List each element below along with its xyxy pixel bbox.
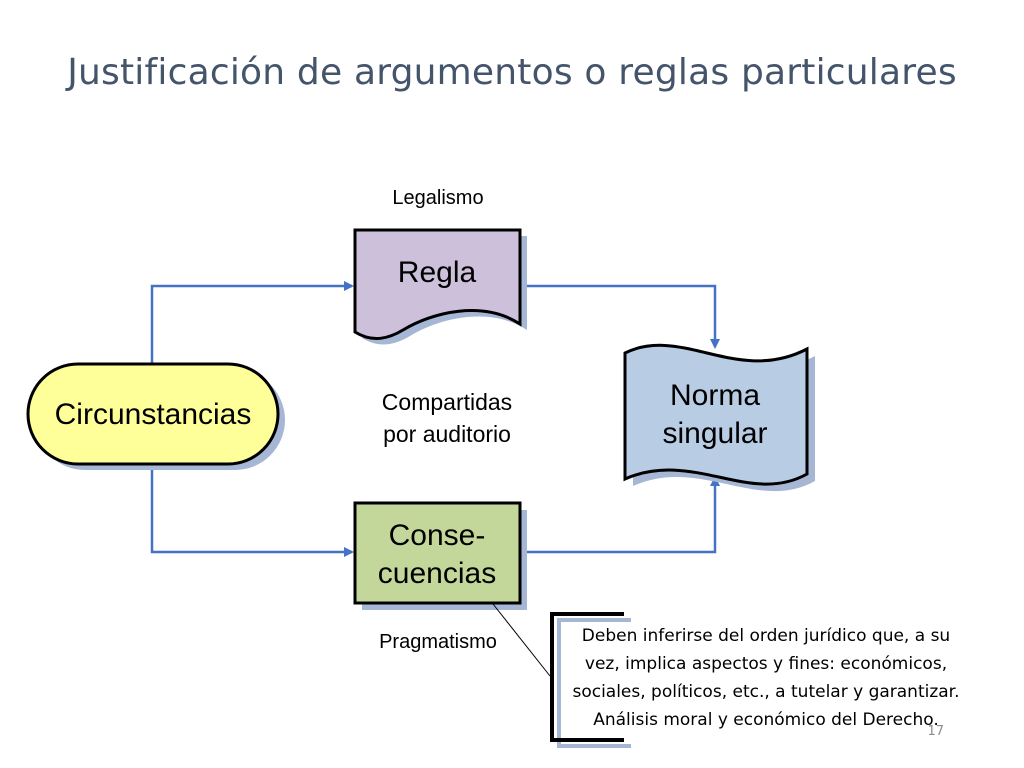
node-circunstancias: Circunstancias: [26, 362, 285, 470]
note-line-2: vez, implica aspectos y fines: económico…: [585, 654, 947, 674]
connector-circunstancias-to-regla: [150, 281, 354, 364]
node-regla: Regla: [353, 228, 527, 345]
node-consecuencias-label-line1: Conse-: [389, 519, 486, 552]
node-circunstancias-label: Circunstancias: [55, 398, 252, 431]
note-line-3: sociales, políticos, etc., a tutelar y g…: [572, 682, 959, 702]
callout-leader-line: [492, 603, 551, 677]
label-pragmatismo: Pragmatismo: [379, 631, 497, 653]
node-consecuencias-label-line2: cuencias: [378, 557, 496, 590]
callout-note: Deben inferirse del orden jurídico que, …: [572, 626, 959, 730]
node-norma-label-line1: Norma: [670, 379, 760, 412]
page-number: 17: [927, 724, 944, 739]
note-line-4: Análisis moral y económico del Derecho.: [593, 710, 939, 730]
slide-title: Justificación de argumentos o reglas par…: [67, 52, 957, 93]
connector-regla-to-norma: [520, 284, 720, 349]
label-compartidas-line1: Compartidas: [382, 389, 512, 415]
label-compartidas-line2: por auditorio: [383, 421, 511, 447]
connector-consecuencias-to-norma: [520, 476, 720, 554]
callout-bracket: [550, 612, 631, 748]
node-consecuencias: Conse- cuencias: [353, 501, 527, 610]
node-norma-singular: Norma singular: [623, 343, 815, 492]
connector-circunstancias-to-consecuencias: [150, 464, 354, 557]
label-legalismo: Legalismo: [392, 187, 483, 209]
node-regla-label: Regla: [398, 256, 477, 289]
note-line-1: Deben inferirse del orden jurídico que, …: [582, 626, 950, 646]
node-norma-label-line2: singular: [662, 417, 767, 450]
